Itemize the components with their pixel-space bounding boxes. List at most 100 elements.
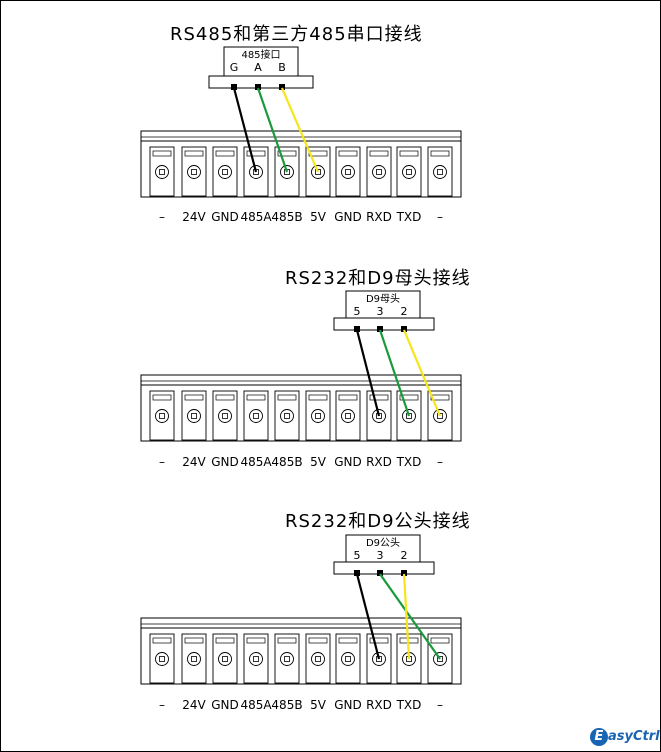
terminal-screw-head [191, 413, 197, 419]
terminal-screw-head [191, 656, 197, 662]
terminal-screw-head [222, 169, 228, 175]
terminal-screw-head [284, 413, 290, 419]
terminal-label: 24V [182, 698, 206, 712]
terminal-label: – [159, 210, 165, 224]
terminal-slot-top [430, 150, 450, 157]
terminal-label: TXD [396, 698, 422, 712]
connector-pin [377, 570, 383, 576]
terminal-slot-top [215, 394, 235, 401]
wire-yellow [402, 329, 442, 417]
terminal-label: – [437, 210, 443, 224]
terminal-slot-top [152, 637, 172, 644]
connector-box [345, 290, 421, 321]
terminal-slot-top [277, 150, 297, 157]
wire-yellow [402, 573, 411, 660]
terminal-screw-head [406, 169, 412, 175]
connector-pin [279, 84, 285, 90]
terminal-label: – [437, 455, 443, 469]
connector-pin [231, 84, 237, 90]
terminal-slot-top [338, 150, 358, 157]
connector-label: 485接口 [241, 48, 280, 61]
terminal-slot-top [215, 637, 235, 644]
title-rs232-d9-female: RS232和D9母头接线 [285, 268, 471, 289]
terminal-label: 5V [310, 210, 326, 224]
terminal-slot-top [430, 394, 450, 401]
connector-pin-label: 2 [401, 305, 408, 318]
wire-green [256, 87, 289, 173]
wire-yellow [280, 87, 320, 173]
terminal-screw-head [315, 413, 321, 419]
terminal-label: TXD [396, 455, 422, 469]
terminal-label: 485A [240, 698, 272, 712]
terminal-label: RXD [366, 455, 392, 469]
connector-pin [401, 326, 407, 332]
terminal-label: 485A [240, 210, 272, 224]
connector-box [223, 46, 299, 79]
terminal-slot-top [184, 150, 204, 157]
terminal-slot-top [152, 150, 172, 157]
connector-pin-label: B [278, 61, 286, 74]
connector-pin [377, 326, 383, 332]
terminal-slot-top [338, 394, 358, 401]
logo-text: asyCtrl [608, 729, 660, 744]
terminal-label: TXD [396, 210, 422, 224]
connector-base [333, 561, 435, 575]
terminal-rail [140, 374, 462, 386]
terminal-slot-top [399, 150, 419, 157]
terminal-label: GND [211, 210, 239, 224]
terminal-label: GND [334, 698, 362, 712]
terminal-screw-head [284, 656, 290, 662]
terminal-label: 485B [271, 698, 303, 712]
connector-label: D9公头 [366, 537, 400, 549]
terminal-slot-top [215, 150, 235, 157]
terminal-label: 485A [240, 455, 272, 469]
terminal-label: GND [334, 210, 362, 224]
logo-mark: E [590, 728, 608, 746]
terminal-slot-top [246, 394, 266, 401]
wire-black [355, 329, 381, 417]
terminal-label: – [159, 455, 165, 469]
terminal-label: 485B [271, 210, 303, 224]
terminal-slot-top [369, 150, 389, 157]
connector-pin-label: 2 [401, 549, 408, 562]
terminal-screw-head [345, 656, 351, 662]
terminal-slot-top [184, 637, 204, 644]
terminal-screw-head [159, 413, 165, 419]
terminal-slot-top [152, 394, 172, 401]
connector-pin [255, 84, 261, 90]
title-rs232-d9-male: RS232和D9公头接线 [285, 511, 471, 532]
terminal-label: GND [334, 455, 362, 469]
connector-pin-label: 3 [377, 305, 384, 318]
terminal-screw-head [191, 169, 197, 175]
terminal-screw-head [253, 413, 259, 419]
connector-pin-label: 3 [377, 549, 384, 562]
terminal-label: 485B [271, 455, 303, 469]
terminal-label: – [437, 698, 443, 712]
terminal-label: RXD [366, 698, 392, 712]
connector-pin [354, 570, 360, 576]
terminal-label: 5V [310, 455, 326, 469]
terminal-slot-top [369, 394, 389, 401]
terminal-label: 24V [182, 210, 206, 224]
terminal-label: 5V [310, 698, 326, 712]
connector-pin [354, 326, 360, 332]
connector-label: D9母头 [366, 293, 400, 305]
connector-pin-label: 5 [354, 305, 361, 318]
connector-pin-label: 5 [354, 549, 361, 562]
connector-base [333, 317, 435, 331]
terminal-label: GND [211, 455, 239, 469]
terminal-label: RXD [366, 210, 392, 224]
terminal-screw-head [222, 413, 228, 419]
terminal-screw-head [253, 656, 259, 662]
terminal-slot-top [399, 394, 419, 401]
terminal-slot-top [246, 637, 266, 644]
terminal-screw-head [376, 169, 382, 175]
terminal-slot-top [430, 637, 450, 644]
terminal-slot-top [338, 637, 358, 644]
connector-pin [401, 570, 407, 576]
wire-green [378, 329, 411, 417]
connector-pin-label: G [230, 61, 239, 74]
terminal-label: GND [211, 698, 239, 712]
